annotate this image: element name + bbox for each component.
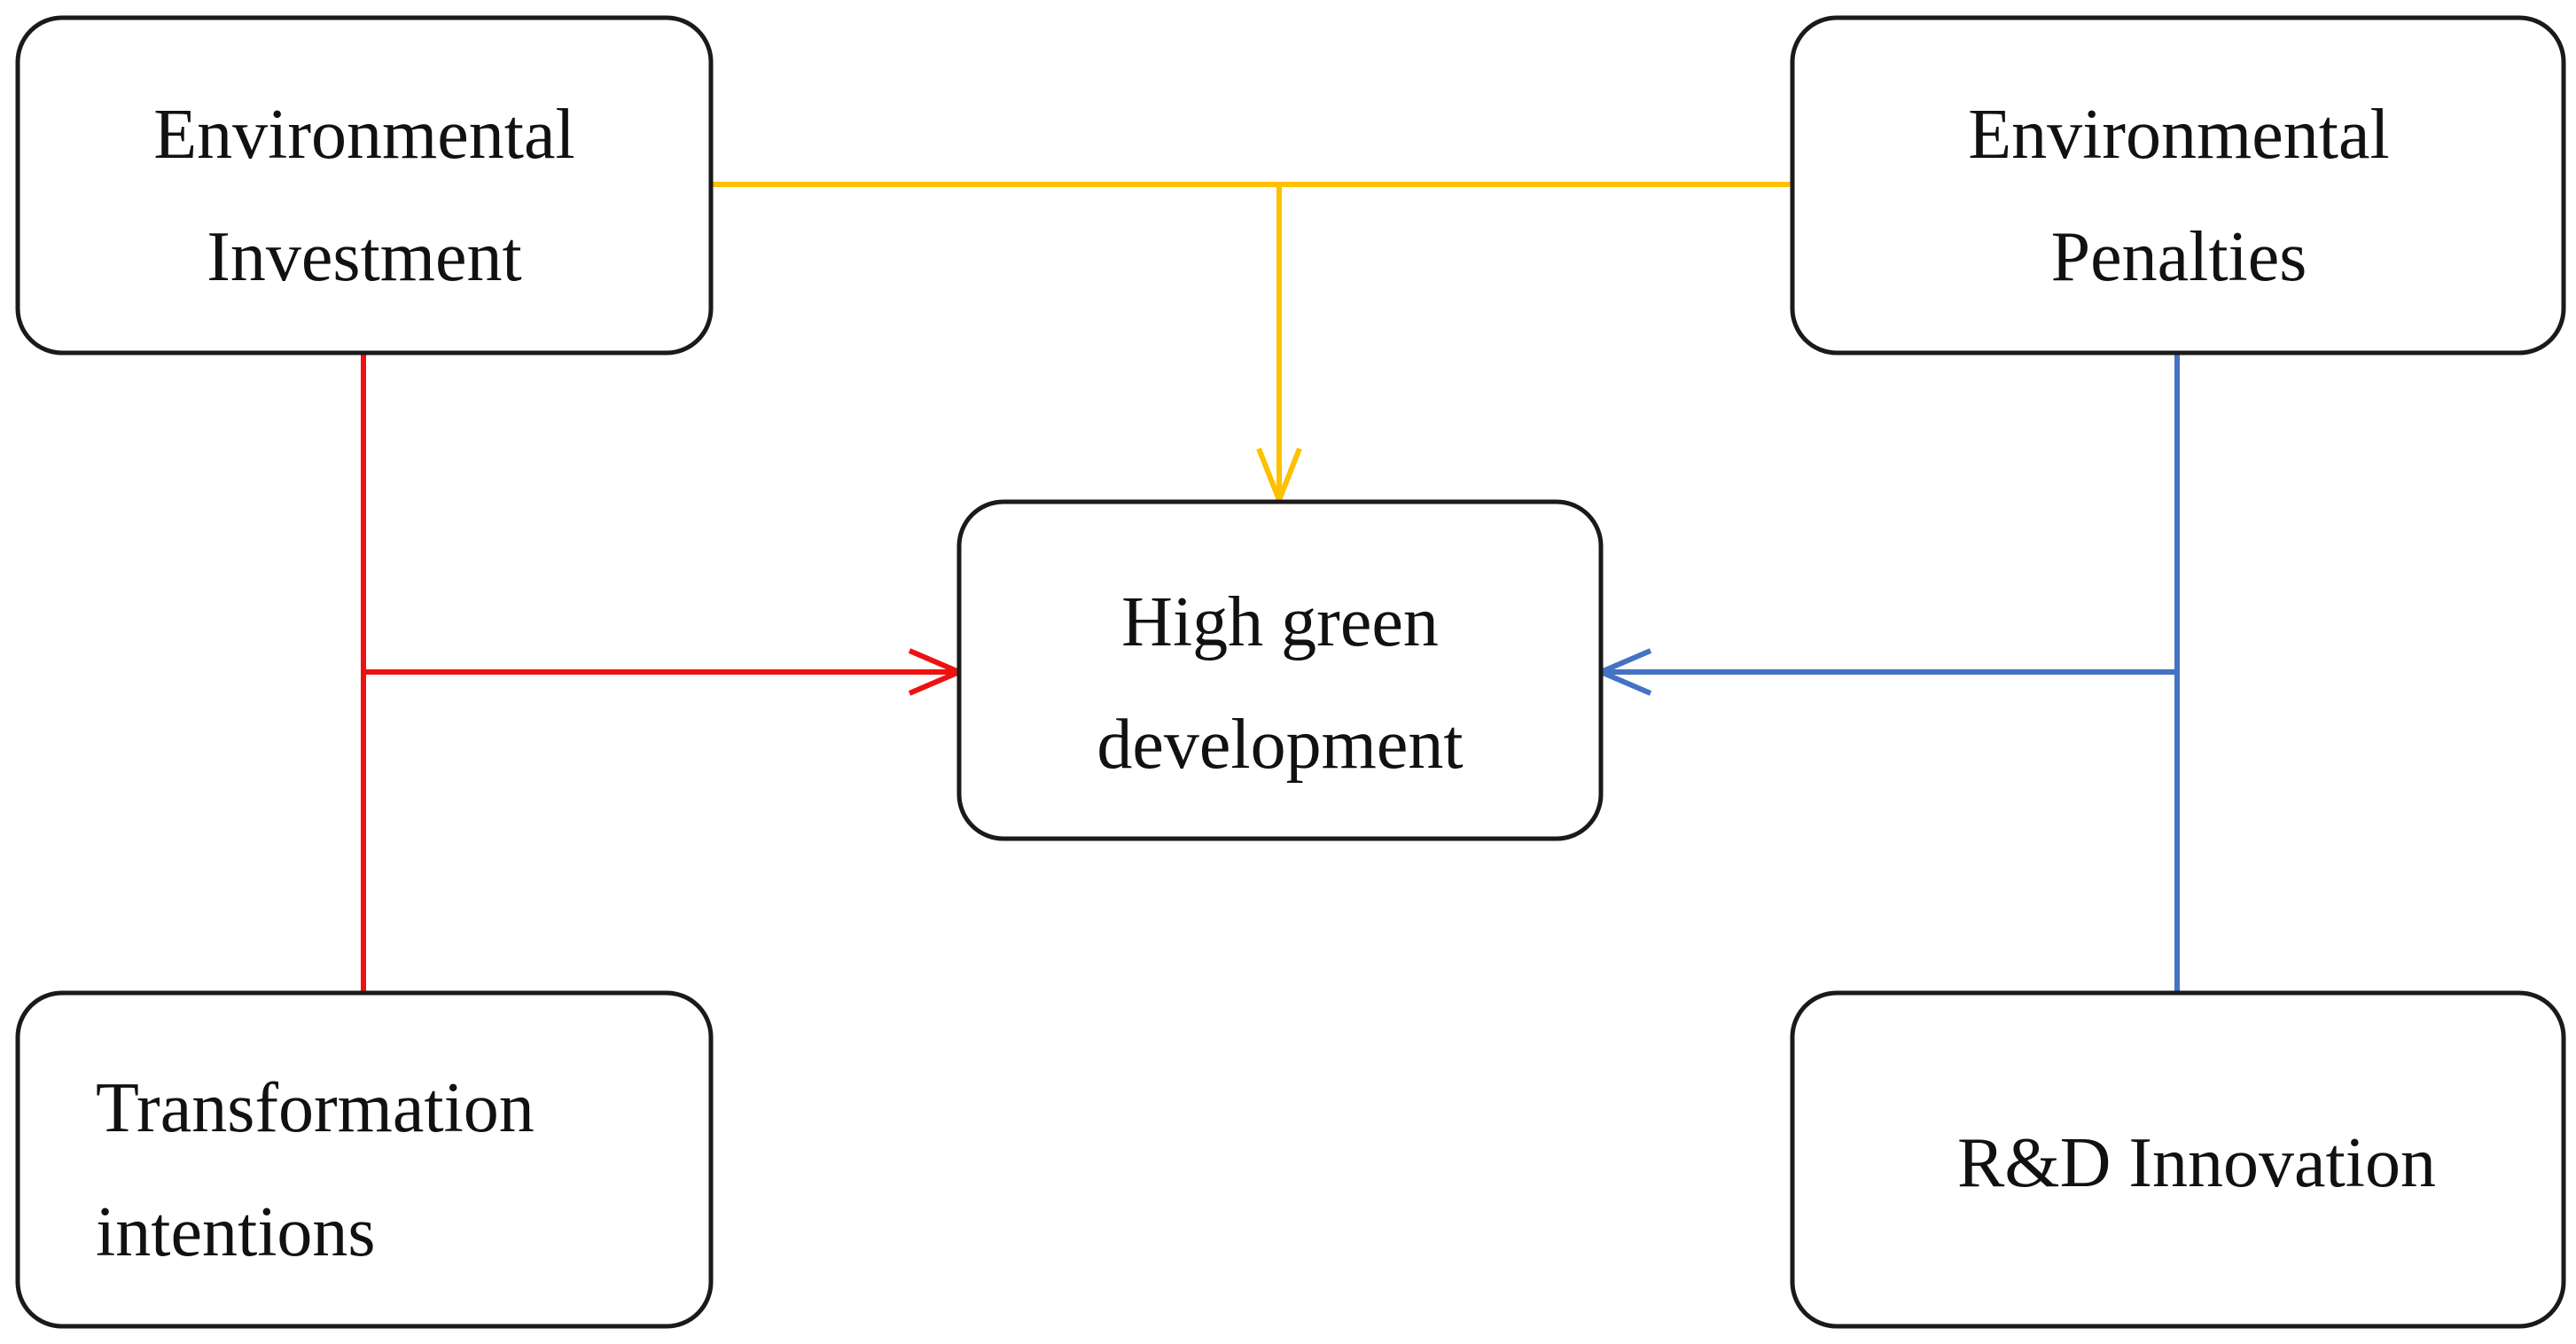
node-transformation-intentions-line2: intentions <box>96 1193 376 1271</box>
node-environmental-penalties: Environmental Penalties <box>1790 15 2566 356</box>
node-environmental-penalties-line1: Environmental <box>1968 96 2389 174</box>
node-environmental-penalties-line2: Penalties <box>2051 218 2307 296</box>
node-high-green-development-line1: High green <box>1121 583 1439 661</box>
node-rd-innovation-label: R&D Innovation <box>1957 1124 2436 1202</box>
node-high-green-development-line2: development <box>1097 706 1463 784</box>
edge-penalties-innovation-to-green <box>1594 353 2180 993</box>
node-environmental-investment-line2: Investment <box>207 218 521 296</box>
node-environmental-investment-line1: Environmental <box>153 96 574 174</box>
edge-investment-transformation-to-green <box>361 353 966 993</box>
edge-investment-penalties-to-green <box>711 182 1792 508</box>
node-transformation-intentions-line1: Transformation <box>96 1069 535 1147</box>
node-transformation-intentions: Transformation intentions <box>15 990 714 1329</box>
node-high-green-development: High green development <box>956 499 1604 841</box>
node-environmental-investment: Environmental Investment <box>15 15 714 356</box>
node-rd-innovation: R&D Innovation <box>1790 990 2566 1329</box>
